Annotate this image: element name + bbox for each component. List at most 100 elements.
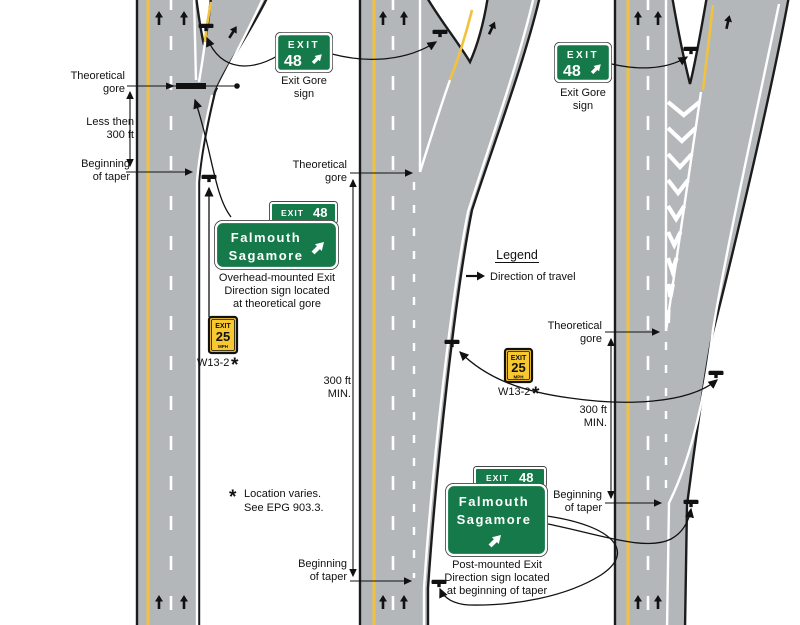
overhead-exit-direction-sign: EXIT 48 Falmouth Sagamore Overhead-mount… bbox=[214, 201, 339, 310]
middle-beginning-taper-label-1: Beginning bbox=[298, 558, 347, 570]
gore-chevron-marking bbox=[666, 231, 683, 250]
gore-sign-leader-right bbox=[331, 41, 438, 61]
post-sign-panel bbox=[445, 483, 548, 557]
right-beginning-taper-label-1: Beginning bbox=[553, 489, 602, 501]
overhead-destination-2: Sagamore bbox=[229, 248, 304, 263]
w13-2-middle-exit-word: EXIT bbox=[511, 355, 527, 362]
note-star: * bbox=[229, 487, 237, 508]
right-gore-chevrons bbox=[665, 100, 701, 324]
exit-gore-sign-2: EXIT 48 Exit Gore sign bbox=[554, 42, 612, 112]
left-ramp-yellow-line bbox=[203, 1, 213, 43]
post-tab-exit-word: EXIT bbox=[486, 473, 509, 483]
gore-chevron-marking bbox=[666, 152, 694, 171]
overhead-tab-number: 48 bbox=[313, 205, 327, 220]
exit-gore-sign-1-panel bbox=[275, 32, 333, 73]
w13-2-left-star: * bbox=[231, 355, 239, 376]
left-beginning-taper-label-1: Beginning bbox=[81, 158, 130, 170]
right-300ft-label-1: 300 ft bbox=[579, 404, 607, 416]
overhead-panel-outline bbox=[214, 220, 339, 270]
legend: Legend Direction of travel bbox=[466, 248, 576, 283]
less-then-label-2: 300 ft bbox=[106, 129, 134, 141]
post-caption-2: Direction sign located bbox=[444, 572, 549, 584]
left-theoretical-gore-label-2: gore bbox=[103, 83, 125, 95]
left-gore-pointer-arrowhead bbox=[166, 82, 175, 90]
right-roadway bbox=[613, 0, 790, 625]
exit-gore-sign-1-number: 48 bbox=[284, 53, 302, 70]
left-theoretical-gore-label-1: Theoretical bbox=[71, 70, 125, 82]
leader-lines bbox=[193, 36, 719, 606]
w13-2-sign-middle: EXIT 25 MPH W13-2 * bbox=[498, 347, 540, 405]
gore-chevron-marking bbox=[665, 283, 675, 298]
middle-theoretical-gore-label-1: Theoretical bbox=[293, 159, 347, 171]
exit-gore-sign-2-exit-word: EXIT bbox=[567, 50, 599, 61]
legend-title: Legend bbox=[496, 248, 538, 262]
middle-roadway bbox=[358, 0, 541, 625]
left-roadway bbox=[135, 0, 268, 625]
exit-gore-sign-1-exit-word: EXIT bbox=[288, 40, 320, 51]
w13-2-middle-unit: MPH bbox=[514, 375, 524, 380]
legend-direction-label: Direction of travel bbox=[490, 271, 576, 283]
left-ramp-right-edge-line bbox=[216, 0, 264, 89]
post-panel-outline bbox=[445, 483, 548, 557]
exit-gore-sign-2-outline bbox=[554, 42, 612, 83]
post-caption-3: at beginning of taper bbox=[447, 585, 548, 597]
w13-2-sign-left: EXIT 25 MPH W13-2 * bbox=[197, 315, 239, 376]
post-destination-1: Falmouth bbox=[459, 494, 530, 509]
overhead-caption-3: at theoretical gore bbox=[233, 298, 321, 310]
post-caption-1: Post-mounted Exit bbox=[452, 559, 542, 571]
middle-300ft-label-1: 300 ft bbox=[323, 375, 351, 387]
left-gore-pointer-dot bbox=[234, 83, 240, 89]
gore-chevron-marking bbox=[666, 126, 698, 144]
less-then-label-1: Less then bbox=[86, 116, 134, 128]
w13-2-long-leader bbox=[459, 351, 719, 403]
exit-gore-sign-2-panel bbox=[554, 42, 612, 83]
right-ramp-yellow-line bbox=[701, 4, 715, 91]
gore-chevron-marking bbox=[666, 257, 679, 278]
middle-gore-right-line bbox=[418, 79, 452, 173]
dimension-lines bbox=[126, 82, 663, 585]
left-roadway-pavement bbox=[135, 0, 268, 625]
exit-gore-sign-2-number: 48 bbox=[563, 63, 581, 80]
middle-ramp-edge-line bbox=[422, 0, 535, 625]
w13-2-middle-panel bbox=[503, 347, 534, 384]
exit-gore-sign-1-caption-2: sign bbox=[294, 88, 314, 100]
post-tab-number: 48 bbox=[519, 470, 533, 485]
gore-chevron-marking bbox=[666, 178, 690, 197]
left-edge-line bbox=[195, 94, 214, 625]
overhead-destination-1: Falmouth bbox=[231, 230, 302, 245]
w13-2-middle-inner-border bbox=[507, 351, 530, 380]
middle-theoretical-gore-label-2: gore bbox=[325, 172, 347, 184]
right-theoretical-gore-label-2: gore bbox=[580, 333, 602, 345]
w13-2-left-panel bbox=[207, 315, 239, 355]
gore-chevron-marking bbox=[666, 309, 671, 324]
right-theoretical-gore-label-1: Theoretical bbox=[548, 320, 602, 332]
right-ramp-edge-line bbox=[665, 3, 781, 625]
direction-arrow-icon-head bbox=[477, 271, 485, 281]
post-sign-leader-loop bbox=[439, 515, 619, 606]
middle-300ft-label-2: MIN. bbox=[328, 388, 351, 400]
w13-2-middle-label: W13-2 bbox=[498, 386, 530, 398]
right-300ft-label-2: MIN. bbox=[584, 417, 607, 429]
w13-2-left-label: W13-2 bbox=[197, 357, 229, 369]
exit-gore-sign-2-caption-2: sign bbox=[573, 100, 593, 112]
gore-sign-2-leader bbox=[603, 56, 689, 69]
post-destination-2: Sagamore bbox=[457, 512, 532, 527]
gore-sign-leader-left bbox=[206, 36, 280, 67]
w13-2-left-unit: MPH bbox=[218, 344, 228, 349]
left-gore-left-line bbox=[192, 0, 198, 81]
right-w13-2-location-marker bbox=[708, 370, 724, 379]
w13-2-middle-speed: 25 bbox=[511, 360, 525, 375]
w13-2-middle-star: * bbox=[532, 384, 540, 405]
middle-roadway-pavement bbox=[358, 0, 541, 625]
w13-2-left-speed: 25 bbox=[216, 329, 230, 344]
middle-beginning-taper-label-2: of taper bbox=[310, 571, 348, 583]
left-beginning-taper-label-2: of taper bbox=[93, 171, 131, 183]
note-line-2: See EPG 903.3. bbox=[244, 502, 324, 514]
exit-gore-sign-1: EXIT 48 Exit Gore sign bbox=[275, 32, 333, 100]
gore-chevron-marking bbox=[666, 204, 687, 223]
note-line-1: Location varies. bbox=[244, 488, 321, 500]
exit-gore-sign-1-outline bbox=[275, 32, 333, 73]
right-roadway-pavement bbox=[613, 0, 790, 625]
